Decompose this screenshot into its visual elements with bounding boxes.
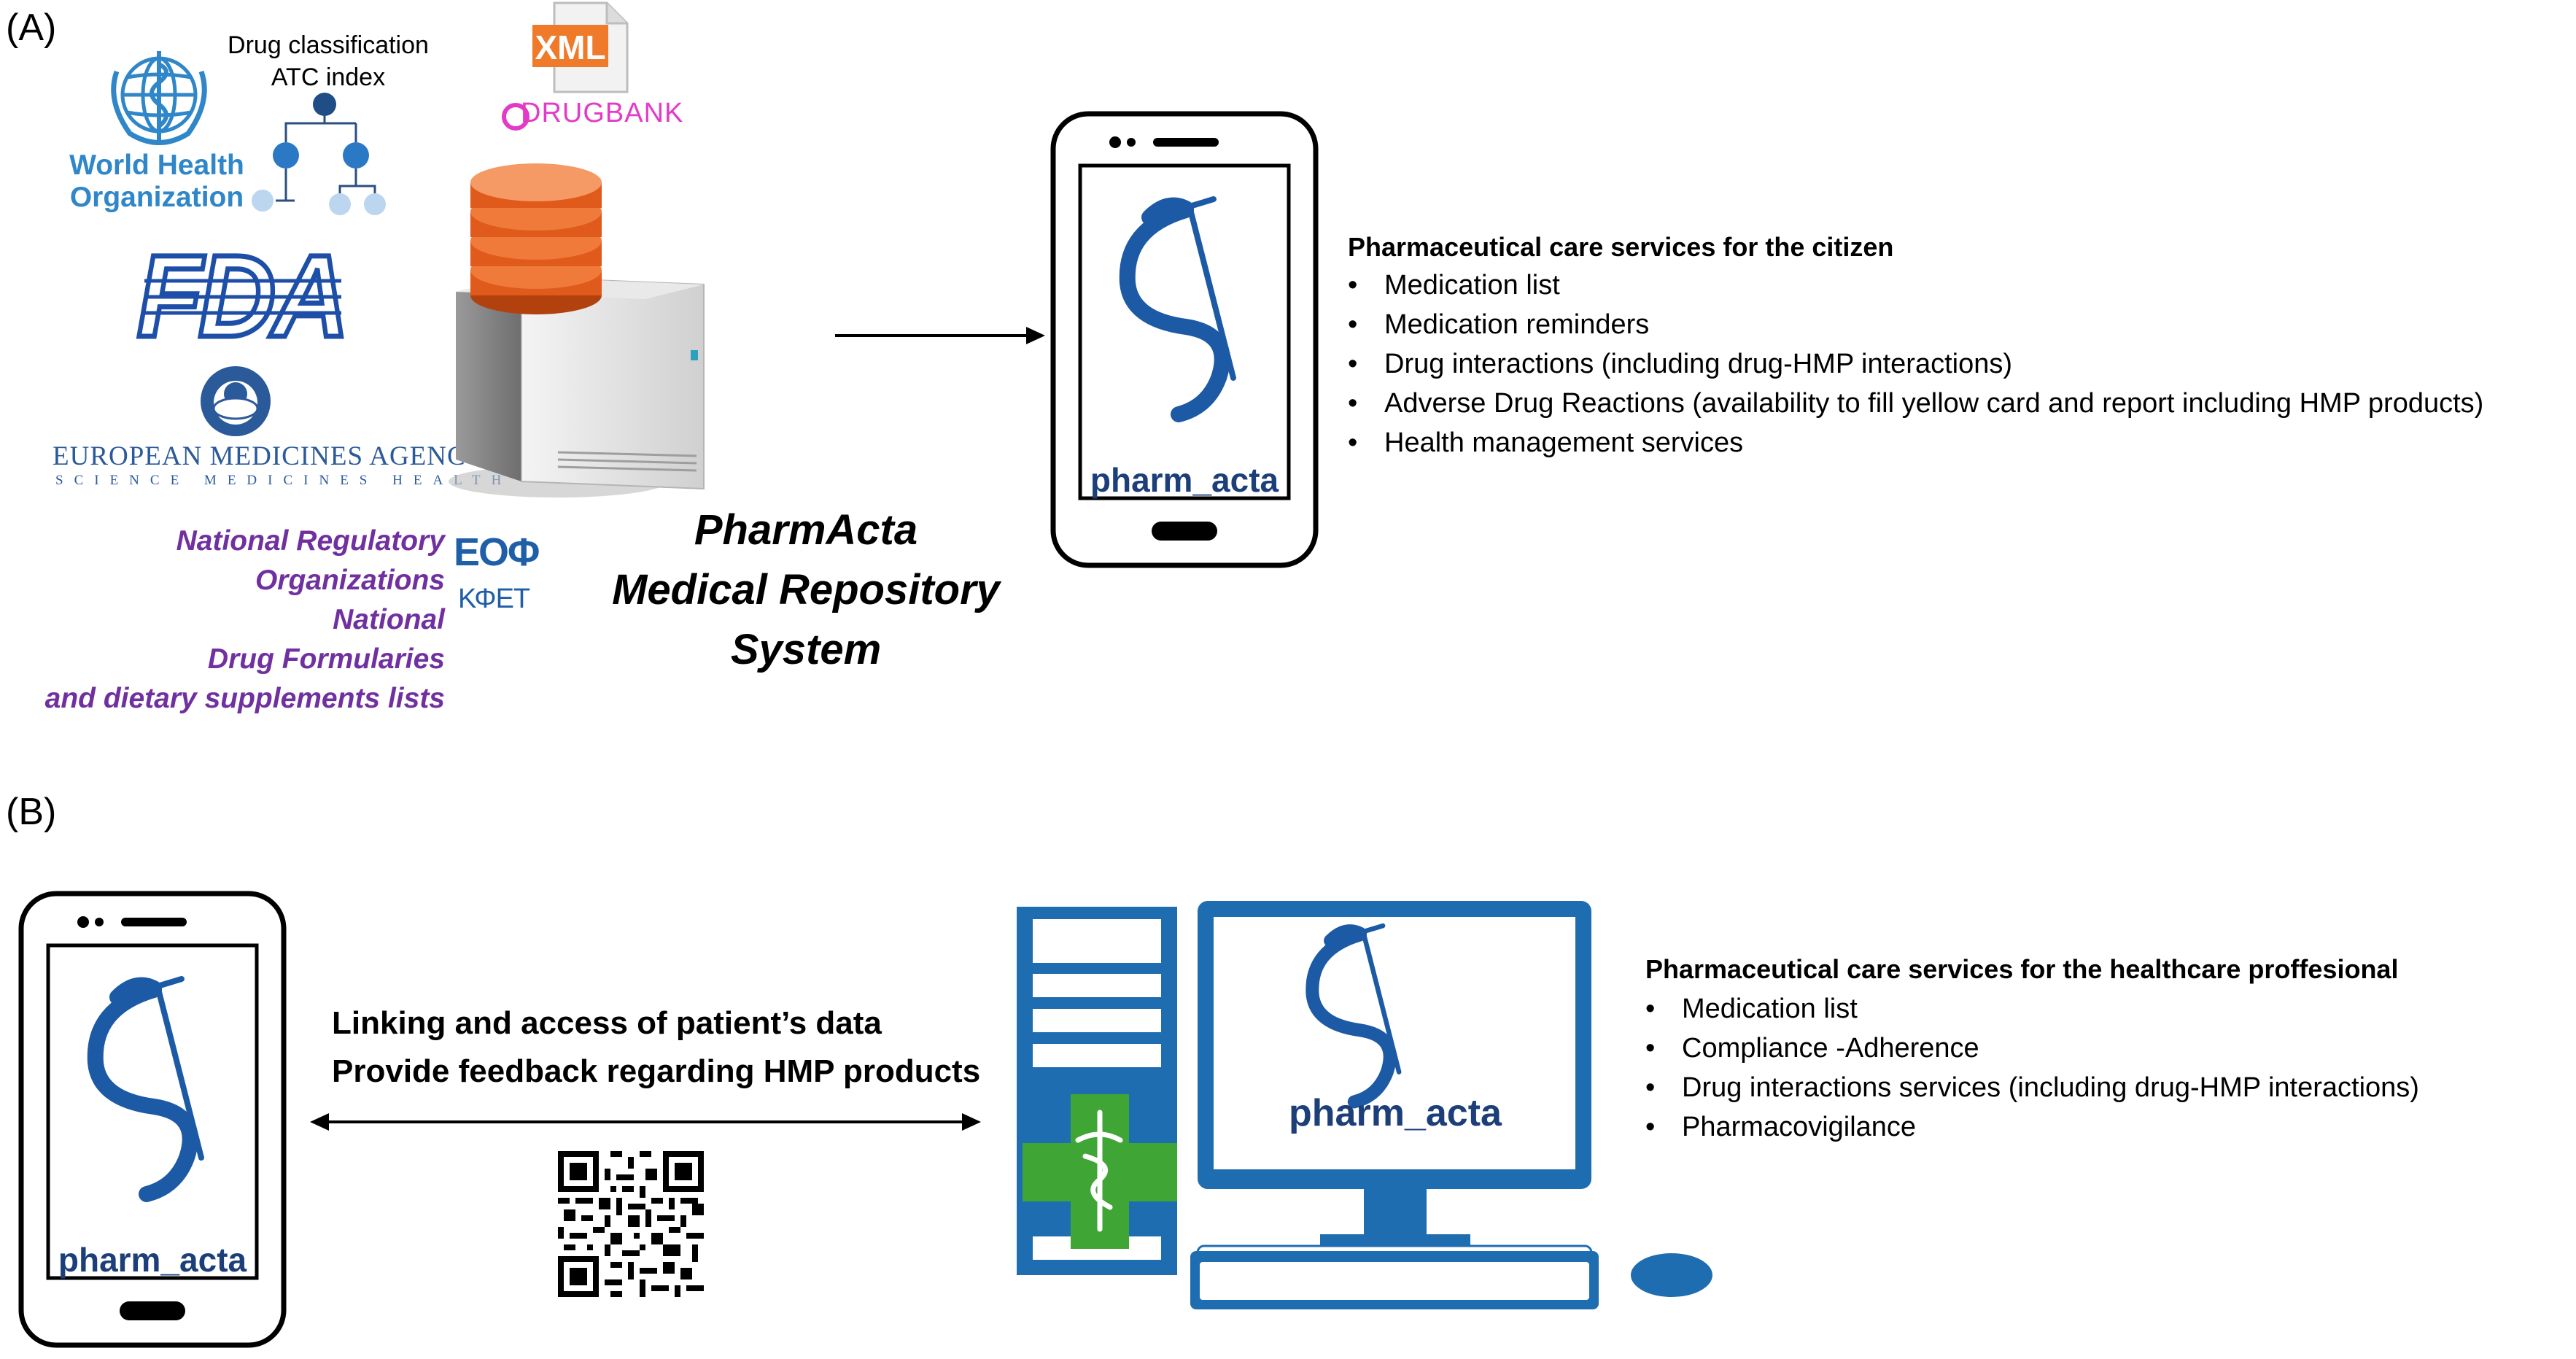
list-item: • Medication list (1645, 989, 2419, 1029)
bullet-icon: • (1348, 388, 1358, 419)
bullet-icon: • (1645, 1072, 1656, 1103)
caduceus-logo-icon (87, 976, 204, 1202)
list-item: • Adverse Drug Reactions (availability to… (1348, 384, 2483, 423)
who-emblem-icon (111, 51, 207, 145)
drugbank-logo-icon (502, 103, 529, 131)
system-caption: PharmActa Medical Repository System (580, 500, 1032, 680)
service-label: Medication list (1384, 270, 1560, 301)
server-icon (449, 163, 705, 497)
service-label: Pharmacovigilance (1682, 1112, 1917, 1142)
regulatory-line: and dietary supplements lists (44, 683, 445, 714)
professional-services-list: •Medication list •Compliance -Adherence … (1645, 989, 2419, 1147)
bullet-icon: • (1348, 427, 1358, 458)
system-line3: System (730, 626, 882, 673)
who-name-line1: World Health (69, 150, 244, 181)
regulatory-line: Drug Formularies (207, 643, 445, 675)
bullet-icon: • (1348, 309, 1358, 340)
ema-subtitle: SCIENCE MEDICINES HEALTH (55, 473, 513, 488)
desktop-app-label: pharm_acta (1289, 1092, 1502, 1134)
list-item: • Compliance -Adherence (1645, 1029, 2419, 1068)
eof-logo: ΕΟΦ (454, 530, 540, 574)
bullet-icon: • (1645, 1033, 1656, 1064)
app-label: pharm_acta (1090, 461, 1279, 499)
who-name: World Health Organization (36, 150, 277, 214)
list-item: • Pharmacovigilance (1645, 1107, 2419, 1147)
service-label: Medication list (1682, 994, 1858, 1024)
system-line1: PharmActa (694, 506, 918, 554)
ema-name: EUROPEAN MEDICINES AGENCY (53, 441, 486, 471)
list-item: • Drug interactions services (including d… (1645, 1068, 2419, 1107)
desktop-computer-icon (1017, 901, 1712, 1309)
caduceus-logo-icon (1119, 196, 1236, 422)
professional-services-heading: Pharmaceutical care services for the hea… (1645, 954, 2399, 984)
bullet-icon: • (1348, 270, 1358, 301)
ema-logo-icon (201, 366, 271, 436)
qr-code-icon (558, 1151, 704, 1297)
citizen-services-heading: Pharmaceutical care services for the cit… (1348, 232, 1894, 262)
regulatory-line: National (333, 604, 445, 635)
bullet-icon: • (1645, 994, 1656, 1024)
smartphone-frame-icon (18, 891, 287, 1348)
drugbank-logo: DRUGBANK (521, 98, 684, 128)
kdet-logo: ΚΦΕΤ (458, 584, 530, 614)
service-label: Adverse Drug Reactions (availability to … (1384, 388, 2484, 419)
smartphone-b: pharm_acta (18, 891, 287, 1348)
panel-label-b: (B) (6, 791, 57, 833)
xml-file-icon (532, 1, 629, 93)
regulatory-line: National Regulatory (176, 525, 445, 557)
database-icon (470, 163, 602, 314)
service-label: Drug interactions services (including dr… (1682, 1072, 2419, 1103)
service-label: Health management services (1384, 427, 1744, 458)
caduceus-logo-icon (1306, 923, 1402, 1109)
atc-title-line2: ATC index (271, 63, 386, 91)
citizen-services-list: • Medication list • Medication reminders •… (1348, 266, 2483, 462)
list-item: • Medication reminders (1348, 305, 2483, 344)
smartphone-a: pharm_acta (1050, 111, 1319, 568)
list-item: • Health management services (1348, 423, 2483, 462)
atc-title-line1: Drug classification (228, 31, 429, 59)
panel-label-a: (A) (6, 7, 57, 49)
list-item: • Medication list (1348, 266, 2483, 305)
app-label: pharm_acta (58, 1241, 247, 1279)
regulatory-text: National Regulatory Organizations Nation… (15, 522, 445, 719)
atc-tree-icon (252, 93, 386, 215)
who-name-line2: Organization (69, 182, 244, 213)
arrow-to-phone-icon (835, 327, 1045, 344)
double-arrow-icon (310, 1113, 981, 1131)
fda-logo-icon: FDA (135, 228, 352, 364)
xml-label: XML (535, 28, 606, 66)
list-item: • Drug interactions (including drug-HMP i… (1348, 344, 2483, 384)
bullet-icon: • (1645, 1112, 1656, 1142)
service-label: Drug interactions (including drug-HMP in… (1384, 349, 2013, 379)
pharmacy-cross-icon (1023, 1094, 1177, 1249)
system-line2: Medical Repository (612, 566, 1000, 613)
bullet-icon: • (1348, 349, 1358, 379)
link-line1: Linking and access of patient’s data (332, 1005, 882, 1041)
regulatory-line: Organizations (255, 565, 445, 596)
atc-title: Drug classification ATC index (208, 29, 449, 93)
service-label: Compliance -Adherence (1682, 1033, 1979, 1064)
service-label: Medication reminders (1384, 309, 1650, 340)
link-line2: Provide feedback regarding HMP products (332, 1053, 981, 1089)
